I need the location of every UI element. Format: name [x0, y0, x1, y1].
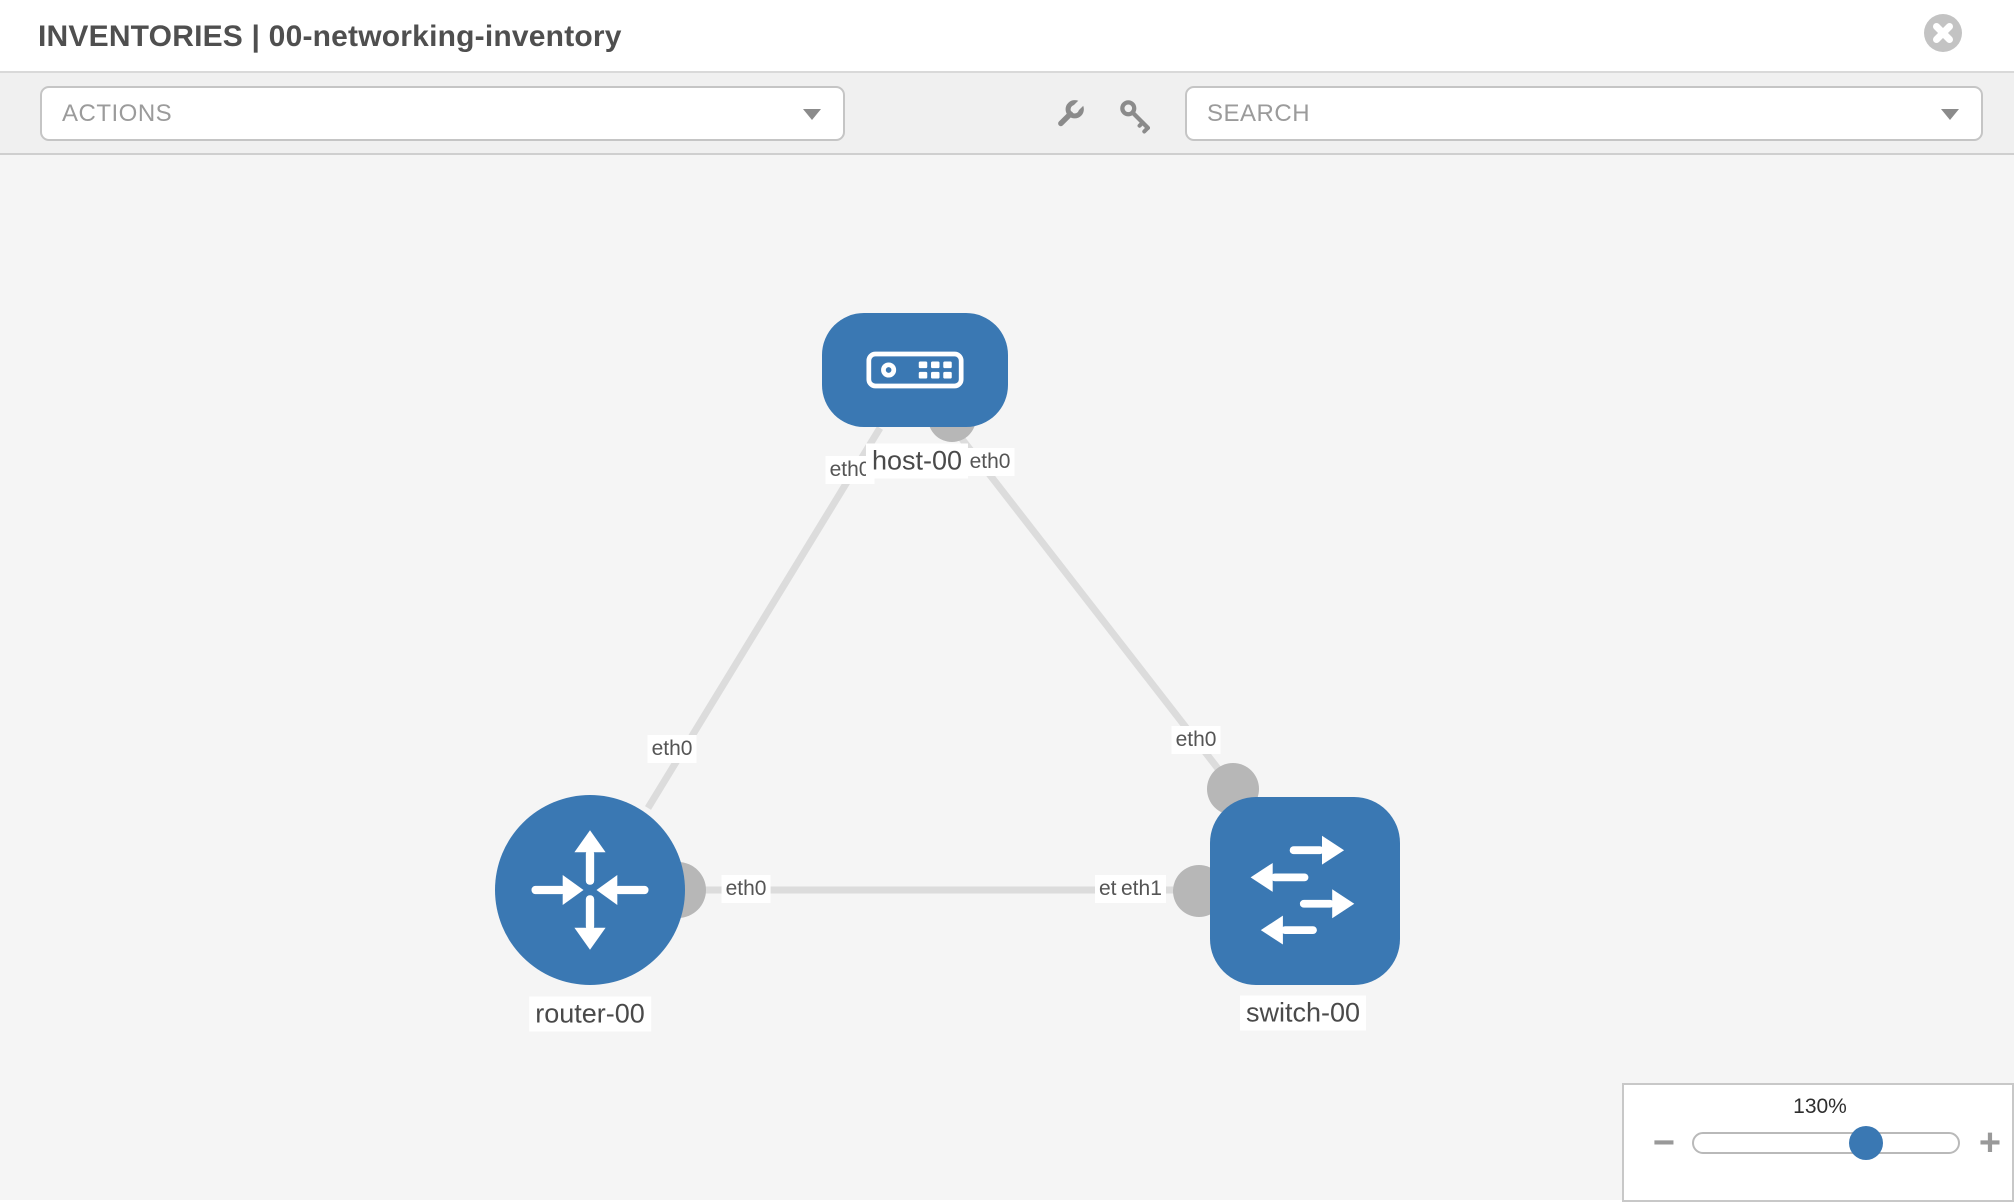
host-icon: [866, 351, 964, 389]
node-host-00[interactable]: [822, 313, 1008, 427]
router-icon: [531, 830, 649, 950]
page-title: INVENTORIES | 00-networking-inventory: [38, 20, 622, 53]
close-icon: [1933, 23, 1953, 43]
search-dropdown[interactable]: SEARCH: [1185, 86, 1983, 141]
node-router-00[interactable]: [495, 795, 685, 985]
topology-canvas[interactable]: eth0 eth0 eth0 eth0 eth0 eth1 eth1 host-…: [0, 155, 2014, 1202]
zoom-slider-track[interactable]: [1692, 1126, 1960, 1160]
search-dropdown-label: SEARCH: [1207, 100, 1311, 127]
links-layer: [590, 394, 1310, 918]
node-label-switch: switch-00: [1239, 995, 1367, 1031]
interface-label: eth0: [1171, 726, 1221, 754]
wrench-icon: [1058, 99, 1085, 127]
interface-label: eth0: [965, 448, 1015, 476]
interface-label: eth0: [721, 875, 771, 903]
interface-label: eth0: [647, 735, 697, 763]
node-label-router: router-00: [529, 996, 651, 1032]
credentials-button[interactable]: [1117, 97, 1155, 135]
switch-icon: [1250, 835, 1355, 945]
zoom-control: 130% − +: [1622, 1083, 2014, 1202]
interface-label: eth1: [1117, 875, 1166, 903]
header: INVENTORIES | 00-networking-inventory: [0, 0, 2014, 71]
actions-dropdown-label: ACTIONS: [62, 100, 173, 127]
chevron-down-icon: [1941, 109, 1959, 120]
configure-button[interactable]: [1049, 97, 1087, 135]
toolbar: ACTIONS SEARCH: [0, 71, 2014, 155]
close-button[interactable]: [1924, 14, 1962, 52]
node-label-host: host-00: [865, 443, 969, 479]
zoom-out-button[interactable]: −: [1642, 1121, 1686, 1165]
zoom-in-button[interactable]: +: [1968, 1121, 2012, 1165]
zoom-slider-knob[interactable]: [1849, 1126, 1883, 1160]
key-icon: [1120, 100, 1151, 134]
actions-dropdown[interactable]: ACTIONS: [40, 86, 845, 141]
zoom-level-value: 130%: [1793, 1095, 1847, 1118]
node-switch-00[interactable]: [1210, 797, 1400, 985]
chevron-down-icon: [803, 109, 821, 120]
